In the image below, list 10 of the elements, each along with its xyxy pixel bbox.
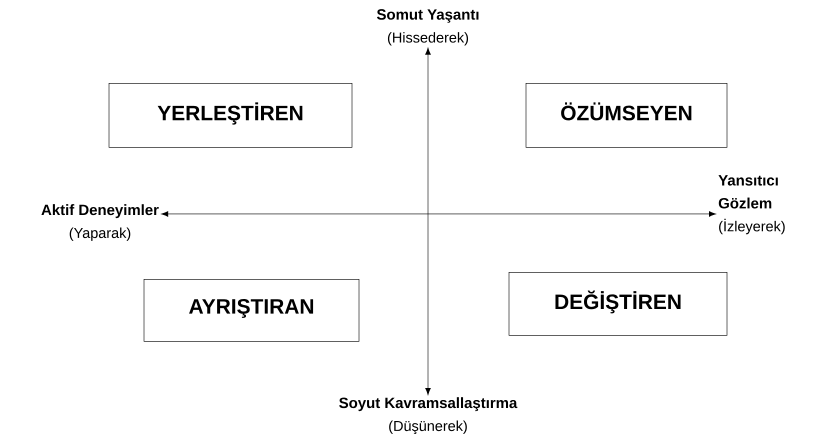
style-box: ÖZÜMSEYEN [526, 83, 728, 148]
axis-arrow [425, 48, 431, 396]
axis-label: Aktif Deneyimler (Yaparak) [41, 204, 159, 241]
style-box: DEĞİŞTİREN [508, 272, 728, 336]
axis-arrow [161, 211, 716, 217]
axis-label: Somut Yaşantı (Hissederek) [376, 9, 478, 46]
style-box: AYRIŞTIRAN [144, 278, 360, 342]
axis-label: Yansıtıcı Gözlem (İzleyerek) [718, 175, 785, 234]
style-box: YERLEŞTİREN [108, 83, 352, 148]
axis-label: Soyut Kavramsallaştırma (Düşünerek) [339, 397, 518, 434]
